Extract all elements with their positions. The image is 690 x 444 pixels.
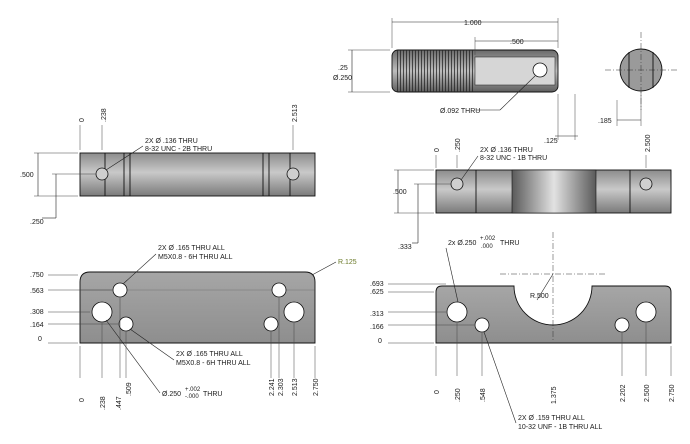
left-front-y-0: 0 [38,336,42,343]
right-front-y-0: 0 [378,338,382,345]
left-front-y-308: .308 [30,309,44,316]
right-front-note-top: 2x Ø.250 [448,240,477,247]
right-front-x-250: .250 [455,388,462,402]
left-front-tol-minus: -.000 [185,394,199,400]
left-front-hole-m5-1 [112,282,128,298]
left-front-y-563: .563 [30,288,44,295]
right-front-note-bot-2: 10-32 UNF - 1B THRU ALL [518,424,602,431]
right-side-dim-250: .250 [455,138,462,152]
right-side-slot [511,169,597,214]
left-front-dia: Ø.250 [162,391,181,398]
left-front-y-750: .750 [30,272,44,279]
left-front-bore-1 [91,301,113,323]
right-side-note-1: 2X Ø .136 THRU [480,147,533,154]
shaft-hole-note: Ø.092 THRU [440,108,480,115]
shaft-cross-hole [532,62,548,78]
right-side-dim-333: .333 [398,244,412,251]
shaft-knurl [395,50,475,92]
right-front-x-0: 0 [434,390,441,394]
left-side-dim-250: .250 [30,219,44,226]
left-front-x-509: .509 [126,382,133,396]
right-front-view: 2x Ø.250 +.002 .000 THRU R.500 .693 .625… [370,232,676,431]
right-front-x-2500: 2.500 [644,384,651,402]
left-front-note-top-2: M5X0.8 - 6H THRU ALL [158,254,233,261]
left-front-x-2241: 2.241 [269,378,276,396]
shaft-dia-dim: Ø.250 [333,75,352,82]
end-offset-dim: .185 [598,118,612,125]
left-front-x-2750: 2.750 [313,378,320,396]
right-front-x-2750: 2.750 [669,384,676,402]
right-front-y-625: .625 [370,289,384,296]
left-side-zero: 0 [79,118,86,122]
end-view: .185 [598,32,677,126]
right-front-note-bot-1: 2X Ø .159 THRU ALL [518,415,585,422]
right-front-x-2202: 2.202 [620,384,627,402]
left-front-x-238: .238 [100,396,107,410]
left-front-y-164: .164 [30,322,44,329]
left-side-note-1: 2X Ø .136 THRU [145,138,198,145]
shaft-length-dim: 1.000 [464,20,482,27]
right-side-dim-2500: 2.500 [645,134,652,152]
left-front-note-mid-2: M5X0.8 - 6H THRU ALL [176,360,251,367]
shaft-bracket-dim: .25 [338,65,348,72]
right-front-y-313: .313 [370,311,384,318]
right-front-hole-2 [614,317,630,333]
right-front-thru: THRU [500,240,519,247]
left-side-note-2: 8-32 UNC - 2B THRU [145,146,212,153]
left-front-bore-2 [283,301,305,323]
right-side-view: 0 .250 2.500 2X Ø .136 THRU 8-32 UNC - 1… [393,134,672,251]
right-front-bore-1 [446,301,468,323]
right-front-bore-2 [635,301,657,323]
right-side-dim-500: .500 [393,189,407,196]
shaft-offset-dim: .125 [544,138,558,145]
left-front-hole-m5-3 [118,316,134,332]
right-front-y-693: .693 [370,281,384,288]
right-side-zero: 0 [434,148,441,152]
left-front-x-2513: 2.513 [292,378,299,396]
left-front-radius: R.125 [338,259,357,266]
right-side-hole-2 [639,177,653,191]
left-front-x-0: 0 [79,398,86,402]
left-front-x-447: .447 [116,396,123,410]
left-side-dim-238: .238 [101,108,108,122]
left-front-thru: THRU [203,391,222,398]
left-front-hole-m5-4 [263,316,279,332]
left-side-dim-500: .500 [20,172,34,179]
left-front-view: 2X Ø .165 THRU ALL M5X0.8 - 6H THRU ALL … [30,245,357,410]
right-front-tol-plus: +.002 [480,236,496,242]
right-side-note-2: 8-32 UNC - 1B THRU [480,155,547,162]
left-side-hole-2 [286,167,300,181]
right-front-y-166: .166 [370,324,384,331]
right-front-x-548: .548 [480,388,487,402]
left-front-x-2303: 2.303 [278,378,285,396]
shaft-flat-dim: .500 [510,39,524,46]
right-front-hole-1 [474,317,490,333]
left-side-view: 0 .238 2.513 2X Ø .136 THRU 8-32 UNC - 2… [20,104,316,226]
left-side-dim-2513: 2.513 [292,104,299,122]
right-front-x-1375: 1.375 [551,386,558,404]
left-front-hole-m5-2 [271,282,287,298]
left-front-note-top-1: 2X Ø .165 THRU ALL [158,245,225,252]
shaft-view: 1.000 .500 .25 Ø.250 Ø.092 THRU .125 [333,18,578,145]
left-front-tol-plus: +.002 [185,387,201,393]
right-front-tol-minus: .000 [481,244,493,250]
left-front-note-mid-1: 2X Ø .165 THRU ALL [176,351,243,358]
